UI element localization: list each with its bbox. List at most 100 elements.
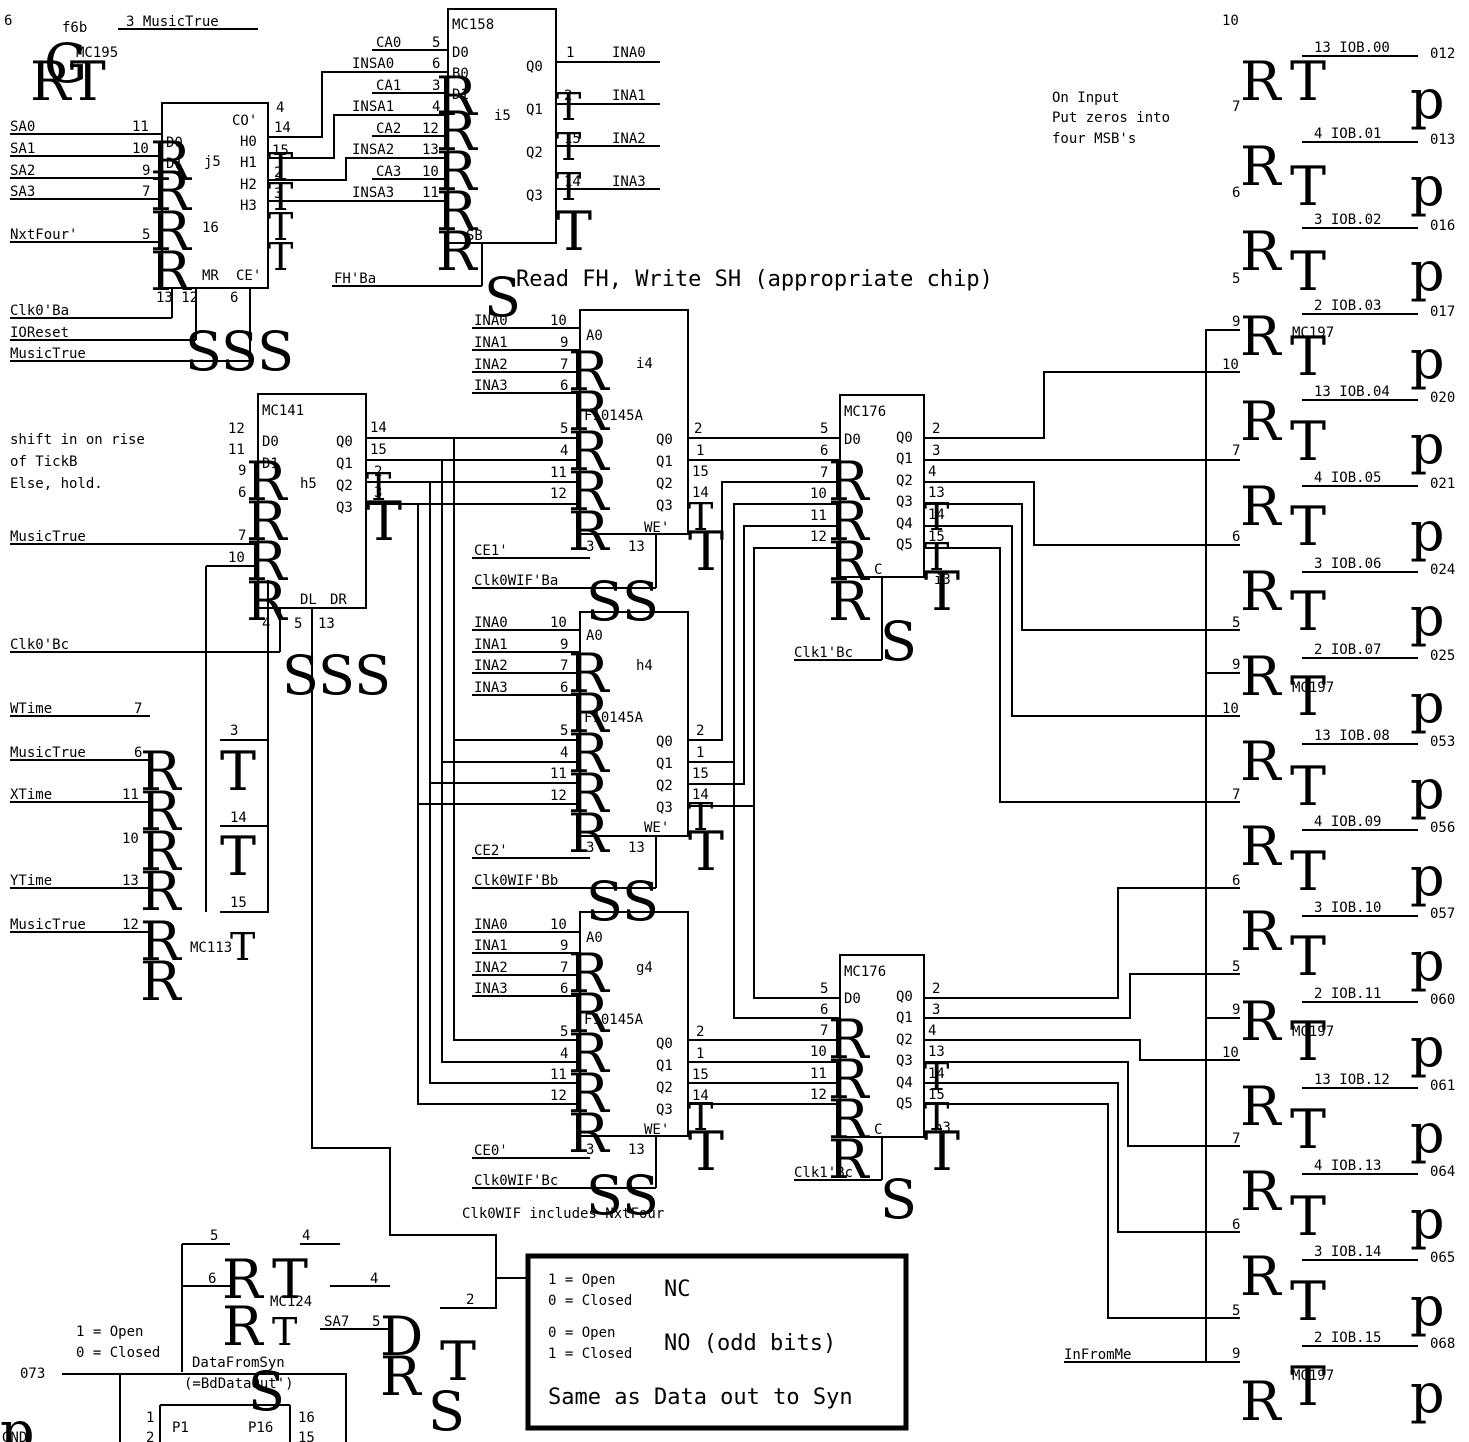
svg-text:7: 7	[134, 701, 142, 717]
nxtfour: NxtFour'	[10, 227, 77, 243]
svg-text:p: p	[1410, 500, 1445, 563]
svg-text:4: 4	[276, 100, 284, 116]
svg-text:2: 2	[932, 981, 940, 997]
svg-text:MusicTrue: MusicTrue	[10, 917, 86, 933]
svg-text:p: p	[1410, 1188, 1445, 1251]
svg-text:F10145A: F10145A	[584, 1012, 644, 1028]
svg-text:4: 4	[560, 1046, 568, 1062]
svg-text:R: R	[568, 982, 610, 1045]
svg-text:7: 7	[1232, 99, 1240, 115]
svg-text:1 = Closed: 1 = Closed	[548, 1346, 632, 1362]
svg-text:R: R	[1240, 475, 1282, 538]
chip-mc176-2: MC176 D0 Q0 Q1 Q2 Q3 Q4 Q5 C h3 R R R R …	[794, 954, 960, 1231]
svg-text:R: R	[1240, 390, 1282, 453]
chip-ram-h4: A0 h4 F10145A Q0 Q1 Q2 Q3 WE' R R R R R …	[472, 611, 724, 933]
iob-label: 4 IOB.13	[1314, 1158, 1381, 1174]
svg-text:F10145A: F10145A	[584, 710, 644, 726]
svg-text:T: T	[556, 200, 592, 263]
svg-text:15: 15	[370, 442, 387, 458]
chip-mc195: 6 f6b 3 MusicTrue MC195 RT G 4 CO' H0 H1…	[4, 13, 294, 383]
svg-text:p: p	[1410, 155, 1445, 218]
svg-text:four MSB's: four MSB's	[1052, 131, 1136, 147]
svg-text:INA2: INA2	[474, 357, 508, 373]
svg-text:T: T	[924, 560, 960, 623]
infromme: InFromMe	[1064, 1347, 1131, 1363]
svg-text:T: T	[1290, 325, 1326, 388]
iob-label: 2 IOB.03	[1314, 298, 1381, 314]
svg-text:6: 6	[1232, 1217, 1240, 1233]
svg-text:R: R	[568, 682, 610, 745]
svg-text:D: D	[380, 1305, 423, 1368]
svg-text:R: R	[436, 65, 478, 128]
svg-text:T: T	[220, 825, 256, 888]
svg-text:11: 11	[810, 508, 827, 524]
svg-text:Same as Data out to Syn: Same as Data out to Syn	[548, 1385, 853, 1410]
svg-text:WE': WE'	[644, 520, 669, 536]
svg-text:NC: NC	[664, 1277, 691, 1302]
svg-text:Q2: Q2	[656, 476, 673, 492]
svg-text:T: T	[272, 1248, 308, 1311]
svg-text:Q4: Q4	[896, 516, 913, 532]
musictrue-2: MusicTrue	[10, 529, 86, 545]
svg-text:9: 9	[1232, 1346, 1240, 1362]
svg-text:R: R	[568, 420, 610, 483]
svg-text:T: T	[924, 535, 949, 579]
note-clkwif: Clk0WIF includes NxtFour	[462, 1206, 664, 1222]
svg-text:MC124: MC124	[270, 1294, 312, 1310]
iob-code: 016	[1430, 218, 1455, 234]
svg-text:3: 3	[230, 723, 238, 739]
clk0bc: Clk0'Bc	[10, 637, 69, 653]
svg-text:DR: DR	[330, 592, 347, 608]
svg-text:9: 9	[1232, 1002, 1240, 1018]
svg-text:R: R	[140, 950, 182, 1013]
svg-text:R: R	[246, 490, 288, 553]
svg-text:p: p	[1410, 930, 1445, 993]
svg-text:T: T	[272, 1310, 297, 1354]
svg-text:T: T	[268, 205, 293, 249]
svg-text:T: T	[366, 490, 402, 553]
svg-text:R: R	[568, 762, 610, 825]
svg-text:C: C	[874, 1122, 882, 1138]
svg-text:7: 7	[820, 465, 828, 481]
svg-text:(=BdDataOut'): (=BdDataOut')	[184, 1376, 294, 1392]
svg-text:F10145A: F10145A	[584, 408, 644, 424]
glyph-SSS: SSS	[185, 320, 294, 383]
svg-text:4: 4	[432, 99, 440, 115]
svg-text:1: 1	[566, 45, 574, 61]
svg-text:073: 073	[20, 1366, 45, 1382]
svg-text:10: 10	[1222, 13, 1239, 29]
i4-loc: i4	[636, 356, 653, 372]
svg-text:6: 6	[1232, 185, 1240, 201]
svg-text:0 = Closed: 0 = Closed	[76, 1345, 160, 1361]
svg-text:Q5: Q5	[896, 1096, 913, 1112]
iob-label: 3 IOB.02	[1314, 212, 1381, 228]
svg-text:T: T	[688, 520, 724, 583]
svg-text:9: 9	[560, 637, 568, 653]
svg-text:MC113: MC113	[190, 940, 232, 956]
svg-text:Q0: Q0	[526, 59, 543, 75]
svg-text:Q0: Q0	[656, 432, 673, 448]
svg-text:INA2: INA2	[474, 658, 508, 674]
svg-text:5: 5	[820, 421, 828, 437]
svg-text:A0: A0	[586, 930, 603, 946]
svg-text:2: 2	[696, 723, 704, 739]
svg-text:5: 5	[142, 227, 150, 243]
svg-text:9: 9	[560, 335, 568, 351]
svg-text:On Input: On Input	[1052, 90, 1119, 106]
svg-text:2: 2	[146, 1430, 154, 1442]
svg-text:S: S	[248, 1360, 285, 1423]
svg-text:Q1: Q1	[526, 102, 543, 118]
svg-text:INA3: INA3	[474, 378, 508, 394]
svg-text:11: 11	[422, 185, 439, 201]
svg-text:Clk0WIF'Ba: Clk0WIF'Ba	[474, 573, 558, 589]
svg-text:MC176: MC176	[844, 404, 886, 420]
svg-text:13: 13	[628, 840, 645, 856]
svg-text:15: 15	[692, 1067, 709, 1083]
svg-text:INA2: INA2	[474, 960, 508, 976]
iob-label: 13 IOB.12	[1314, 1072, 1390, 1088]
svg-text:3: 3	[586, 1142, 594, 1158]
svg-text:6: 6	[1232, 529, 1240, 545]
svg-text:7: 7	[1232, 1131, 1240, 1147]
